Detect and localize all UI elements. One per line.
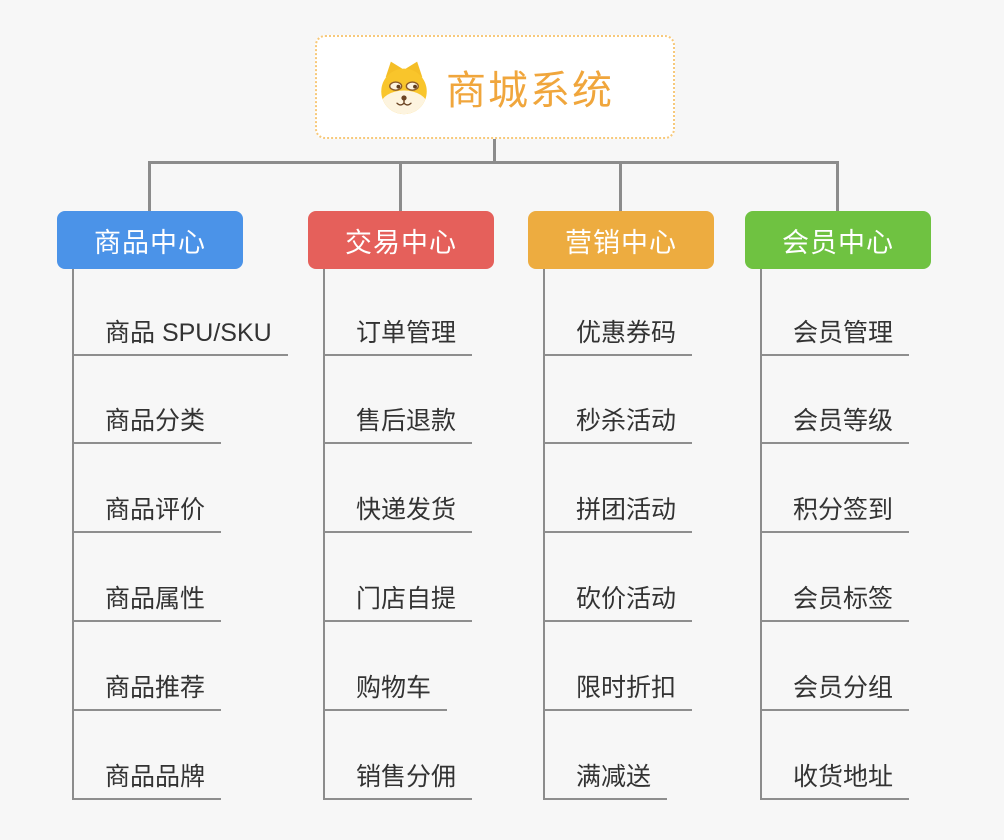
leaf-node[interactable]: 快递发货	[325, 495, 473, 533]
leaf-node[interactable]: 积分签到	[762, 495, 910, 533]
branch-marketing-items: 优惠券码 秒杀活动 拼团活动 砍价活动 限时折扣 满减送	[543, 269, 785, 800]
branch-trade-items: 订单管理 售后退款 快递发货 门店自提 购物车 销售分佣	[323, 269, 565, 800]
leaf-node[interactable]: 限时折扣	[545, 673, 693, 711]
leaf-node[interactable]: 购物车	[325, 673, 448, 711]
leaf-node[interactable]: 会员等级	[762, 406, 910, 444]
leaf-node[interactable]: 会员管理	[762, 318, 910, 356]
connector-drop-member	[836, 161, 839, 211]
leaf-node[interactable]: 会员分组	[762, 673, 910, 711]
leaf-node[interactable]: 订单管理	[325, 318, 473, 356]
leaf-node[interactable]: 砍价活动	[545, 584, 693, 622]
leaf-node[interactable]: 商品 SPU/SKU	[74, 318, 288, 356]
leaf-node[interactable]: 优惠券码	[545, 318, 693, 356]
branch-node-trade-center[interactable]: 交易中心	[308, 211, 494, 269]
connector-drop-product	[148, 161, 151, 211]
connector-drop-trade	[399, 161, 402, 211]
leaf-node[interactable]: 销售分佣	[325, 762, 473, 800]
branch-node-member-center[interactable]: 会员中心	[745, 211, 931, 269]
leaf-node[interactable]: 会员标签	[762, 584, 910, 622]
branch-marketing-center: 营销中心 优惠券码 秒杀活动 拼团活动 砍价活动 限时折扣 满减送	[528, 211, 714, 800]
branch-product-items: 商品 SPU/SKU 商品分类 商品评价 商品属性 商品推荐 商品品牌	[72, 269, 314, 800]
leaf-node[interactable]: 售后退款	[325, 406, 473, 444]
branch-member-center: 会员中心 会员管理 会员等级 积分签到 会员标签 会员分组 收货地址	[745, 211, 931, 800]
leaf-node[interactable]: 商品分类	[74, 406, 222, 444]
leaf-node[interactable]: 收货地址	[762, 762, 910, 800]
branch-node-marketing-center[interactable]: 营销中心	[528, 211, 714, 269]
leaf-node[interactable]: 门店自提	[325, 584, 473, 622]
branch-node-product-center[interactable]: 商品中心	[57, 211, 243, 269]
branch-trade-center: 交易中心 订单管理 售后退款 快递发货 门店自提 购物车 销售分佣	[308, 211, 494, 800]
connector-drop-marketing	[619, 161, 622, 211]
leaf-node[interactable]: 满减送	[545, 762, 668, 800]
leaf-node[interactable]: 拼团活动	[545, 495, 693, 533]
leaf-node[interactable]: 商品品牌	[74, 762, 222, 800]
leaf-node[interactable]: 商品评价	[74, 495, 222, 533]
root-node-mall-system[interactable]: 商城系统	[315, 35, 675, 139]
leaf-node[interactable]: 商品推荐	[74, 673, 222, 711]
root-title: 商城系统	[446, 69, 614, 113]
connector-horizontal-bus	[149, 161, 839, 164]
connector-root-trunk	[493, 139, 496, 164]
leaf-node[interactable]: 商品属性	[74, 584, 222, 622]
leaf-node[interactable]: 秒杀活动	[545, 406, 693, 444]
shiba-dog-face-icon	[381, 61, 427, 115]
branch-member-items: 会员管理 会员等级 积分签到 会员标签 会员分组 收货地址	[760, 269, 1002, 800]
branch-product-center: 商品中心 商品 SPU/SKU 商品分类 商品评价 商品属性 商品推荐 商品品牌	[57, 211, 288, 800]
